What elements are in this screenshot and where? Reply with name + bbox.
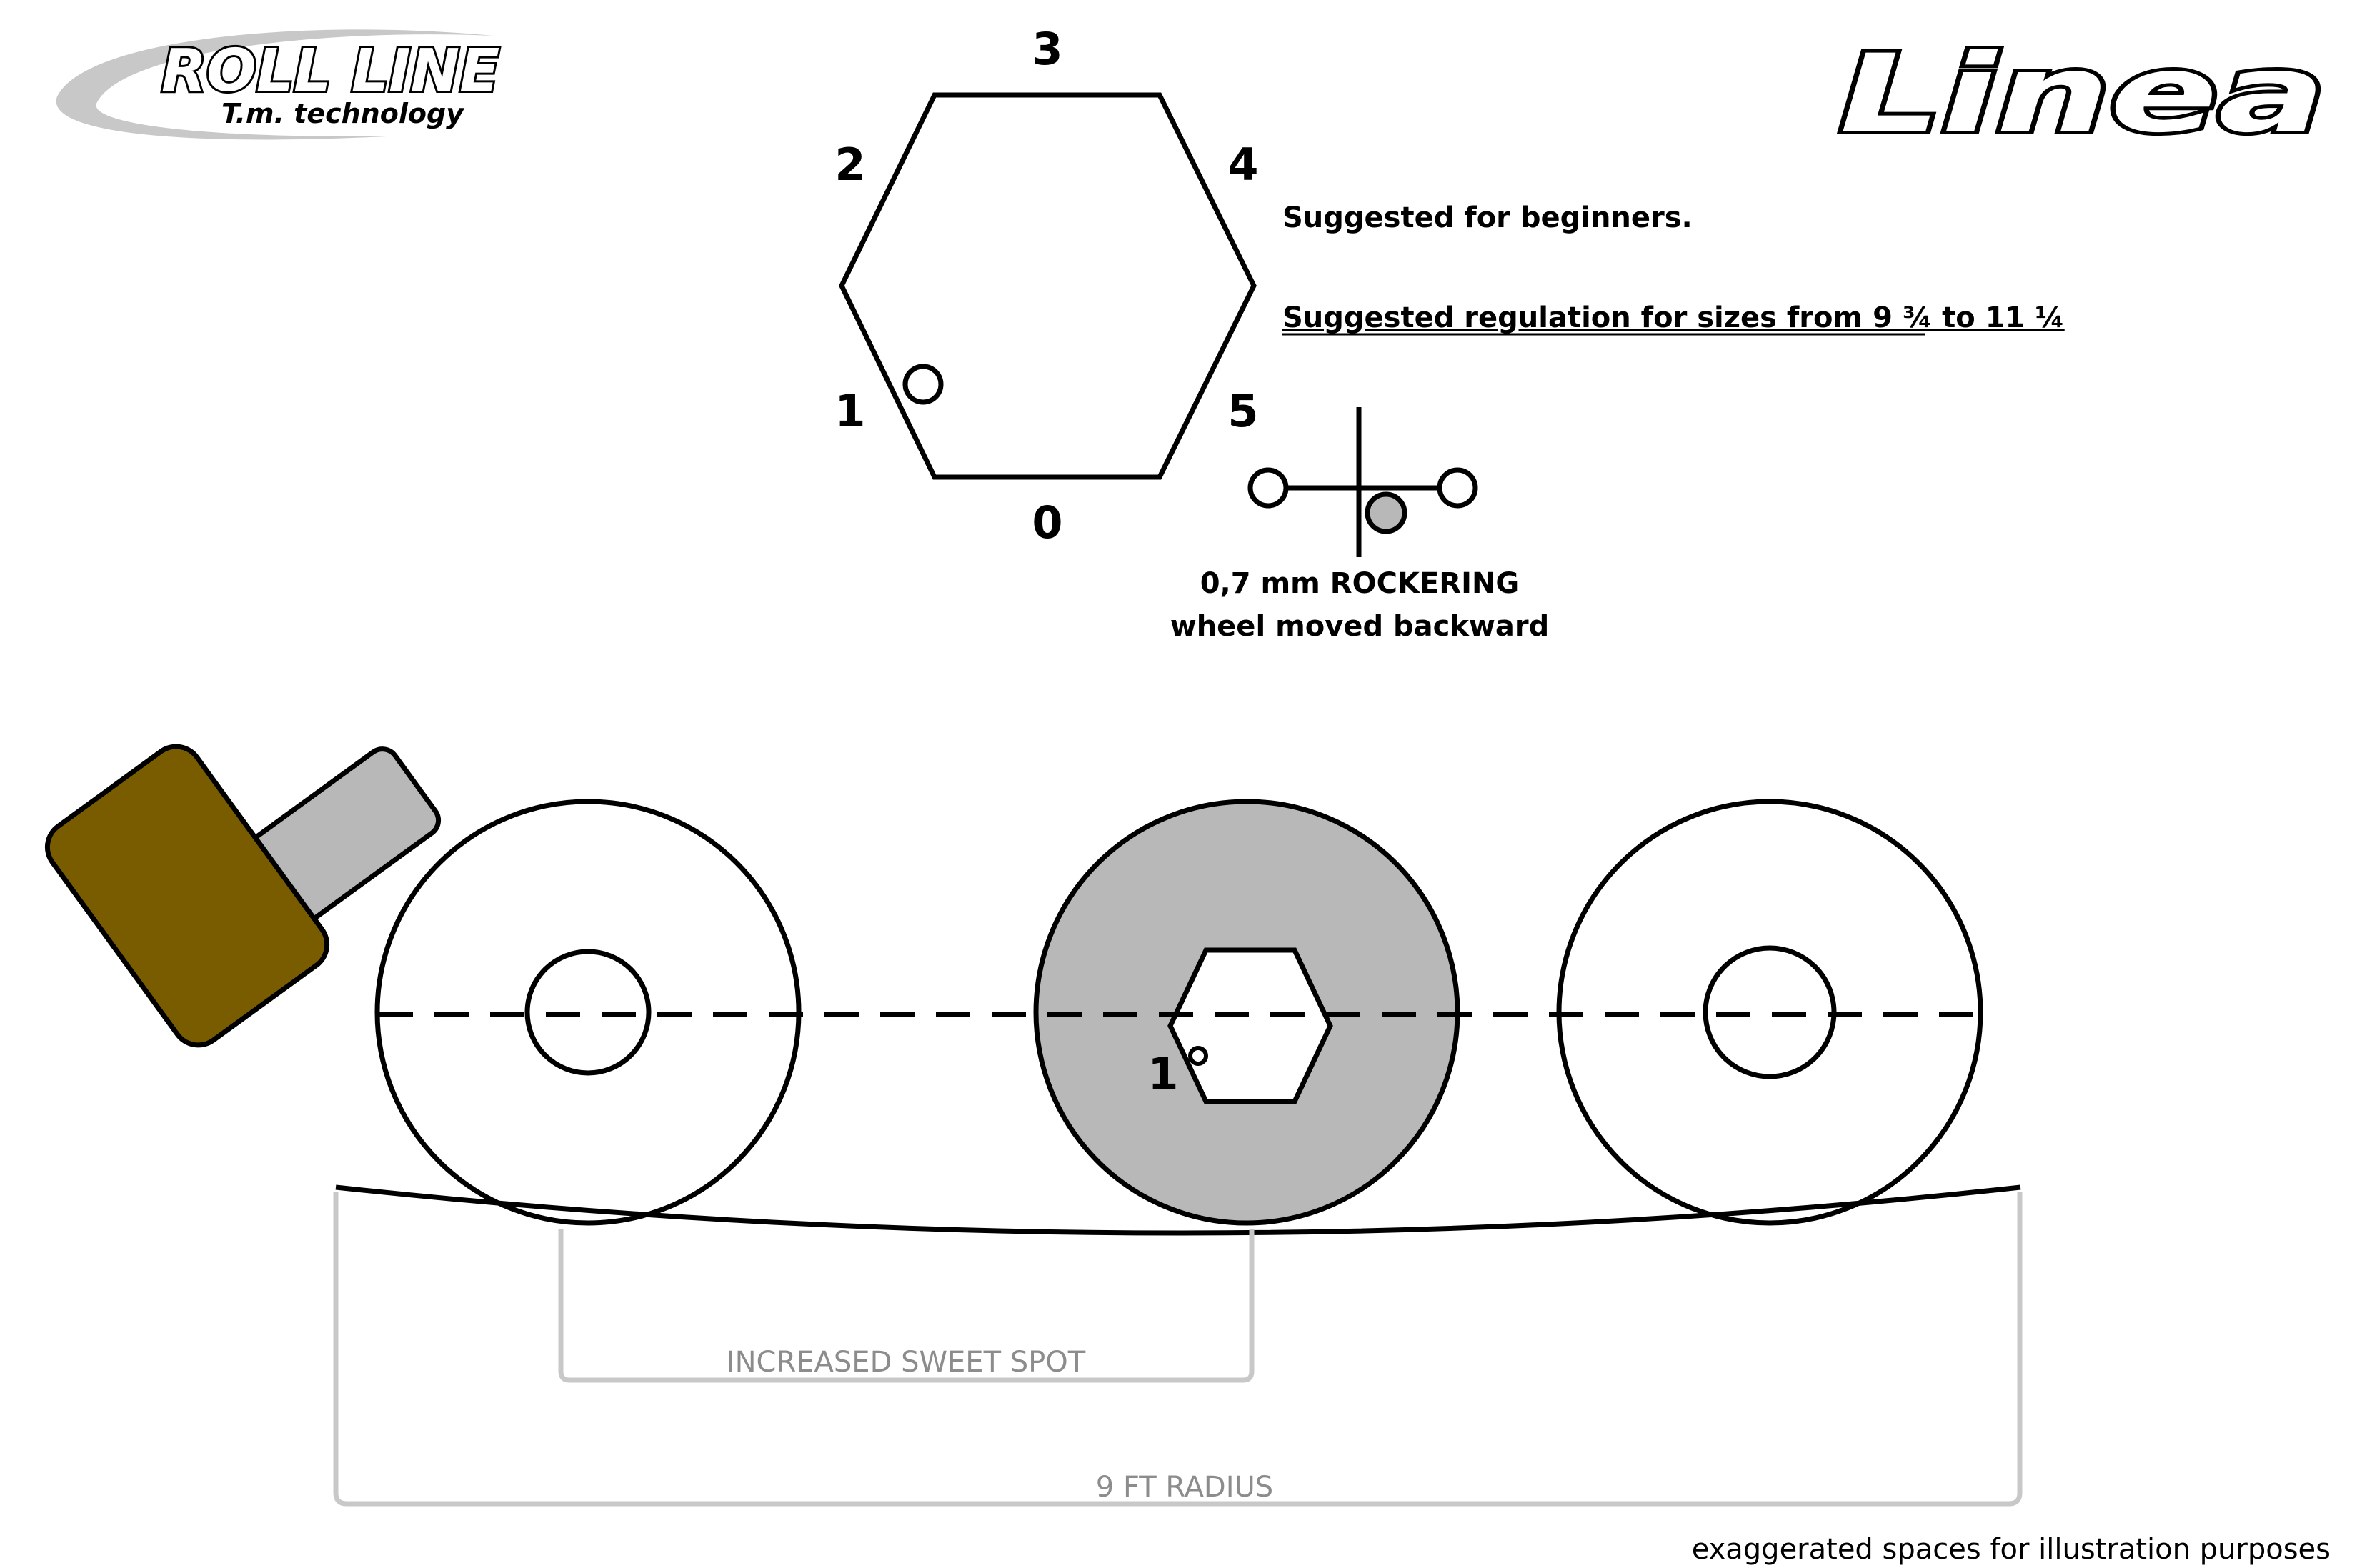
hub-position-marker [1188,1046,1208,1066]
position-label: 5 [1227,385,1258,437]
hub-position-label: 1 [1147,1048,1178,1100]
boot-block [44,744,330,1048]
boot-heel [44,744,442,1048]
linea-logo: Linea [1836,29,2329,160]
radius-bracket [333,1192,2023,1507]
rockering-label: 0,7 mm ROCKERING [1200,567,1520,600]
sweet-spot-bracket [558,1229,1255,1383]
sweet-spot-label: INCREASED SWEET SPOT [727,1346,1086,1379]
footnote: exaggerated spaces for illustration purp… [1692,1533,2331,1566]
rockering-symbol [1247,407,1478,557]
hexagon-shape [839,92,1257,480]
position-label: 0 [1032,496,1062,549]
position-label: 4 [1227,139,1258,191]
floor-curve [335,1184,2021,1236]
linea-wordmark: Linea [1840,32,2326,156]
position-label: 3 [1032,23,1062,75]
position-label: 2 [834,139,865,191]
wheel-rear [1556,799,1983,1226]
regulation-note: Suggested regulation for sizes from 9 ¾ … [1282,301,2065,334]
hexagon-positions: 3 2 4 1 5 0 [834,23,1258,549]
rollline-swoosh [56,29,493,140]
rear-wheel-marker [1437,467,1478,509]
moved-wheel-marker [1365,491,1407,534]
beginners-note: Suggested for beginners. [1282,201,1693,234]
wheel-hub [524,949,652,1076]
rockering-sublabel: wheel moved backward [1170,610,1550,643]
rollline-wordmark: ROLL LINE [161,37,499,105]
rollline-tagline: T.m. technology [221,98,465,129]
radius-label: 9 FT RADIUS [1096,1471,1273,1504]
rollline-logo: ROLL LINE T.m. technology [56,29,502,140]
front-wheel-marker [1247,467,1289,509]
position-label: 1 [834,385,865,437]
wheel-hub-hexagon [1167,947,1333,1104]
selected-position-marker [902,364,944,405]
